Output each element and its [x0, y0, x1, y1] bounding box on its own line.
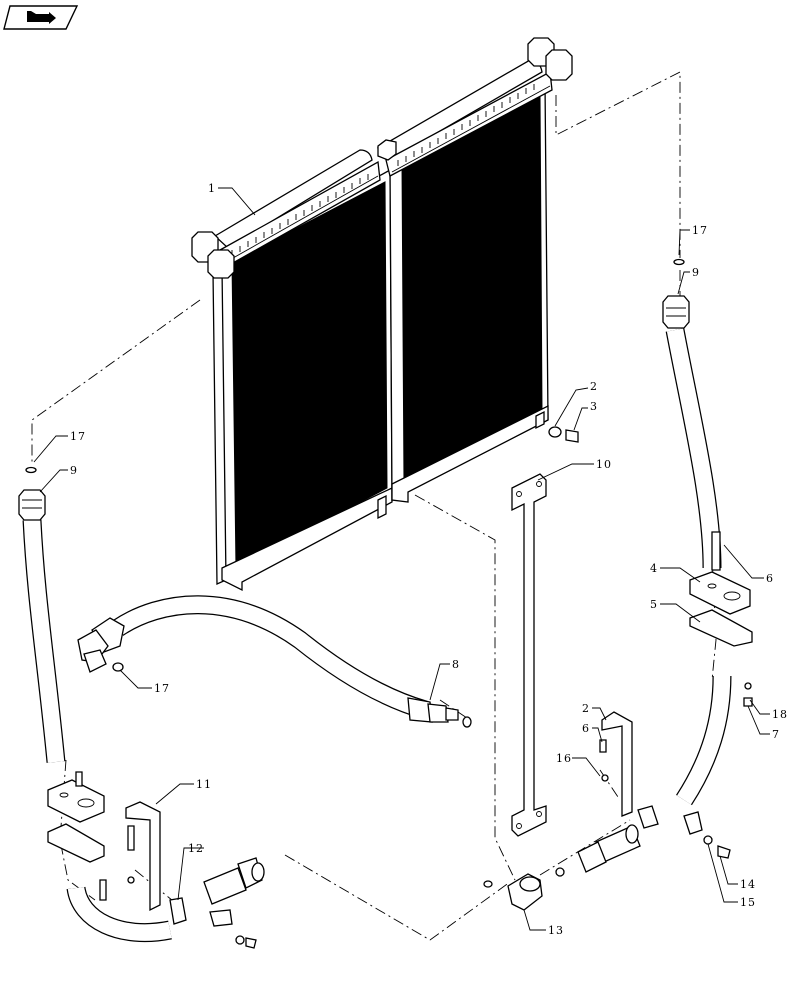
left-hose: [18, 466, 66, 763]
callout-labels: 1 2 3 17 9 17 9 10 6 4 5 17 8 2 6 16 18 …: [70, 182, 788, 937]
callout-17: 17: [70, 430, 86, 443]
fin-teeth-left: [231, 174, 369, 256]
callout-3: 3: [590, 400, 598, 413]
callout-5: 5: [650, 598, 658, 611]
cooler-assembly: [191, 37, 573, 592]
callout-6: 6: [766, 572, 774, 585]
next-page-button[interactable]: [3, 5, 79, 30]
callout-17: 17: [154, 682, 170, 695]
callout-16: 16: [556, 752, 572, 765]
callout-1: 1: [208, 182, 216, 195]
callout-12: 12: [188, 842, 204, 855]
callout-14: 14: [740, 878, 756, 891]
callout-9: 9: [692, 266, 700, 279]
callout-17: 17: [692, 224, 708, 237]
callout-4: 4: [650, 562, 658, 575]
callout-15: 15: [740, 896, 756, 909]
callout-6: 6: [582, 722, 590, 735]
callout-2: 2: [582, 702, 590, 715]
callout-2: 2: [590, 380, 598, 393]
left-lower-assembly: [47, 771, 265, 949]
fin-teeth-right: [397, 84, 535, 166]
callout-7: 7: [772, 728, 780, 741]
arrow-forward-icon: [27, 11, 56, 24]
callout-18: 18: [772, 708, 788, 721]
callout-10: 10: [596, 458, 612, 471]
long-hose: [77, 595, 472, 728]
support-bracket: [511, 473, 547, 837]
callout-9: 9: [70, 464, 78, 477]
right-hose: [662, 258, 722, 569]
callout-11: 11: [196, 778, 212, 791]
callout-leaders: [33, 187, 770, 931]
right-lower-assembly: [483, 426, 753, 911]
callout-13: 13: [548, 924, 564, 937]
callout-8: 8: [452, 658, 460, 671]
